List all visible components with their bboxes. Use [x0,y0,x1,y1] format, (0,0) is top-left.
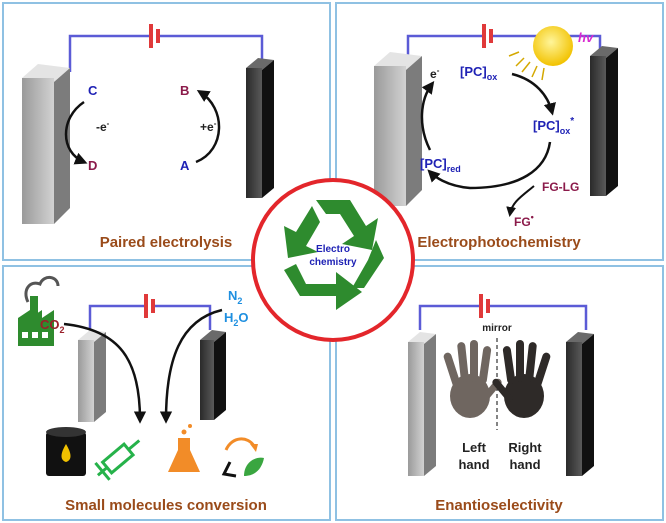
wire [88,304,212,330]
factory-icon [18,276,60,346]
h2o-label: H2O [224,310,249,328]
pc-ox-excited-label: [PC]ox* [533,116,574,136]
pc-red-label: [PC]red [420,156,461,174]
pc-ox-label: [PC]ox [460,64,497,82]
small-circuit [88,294,212,330]
right-hand-label-line2: hand [509,457,540,472]
center-label-line1: Electro [316,244,350,255]
set-arrow [427,141,552,190]
minus-e-label: -e- [96,119,110,134]
co2-label: CO2 [40,317,65,335]
enantio-circuit [418,294,588,330]
left-hand-label-line1: Left [462,440,487,455]
n2-label: N2 [228,288,242,306]
right-hand-label-line1: Right [508,440,542,455]
wire [68,34,264,72]
battery-plate-long [479,294,483,318]
sun-icon [508,26,573,81]
mirror-label: mirror [482,323,512,334]
paired-circuit [68,24,264,72]
photo-circuit [406,24,602,56]
excitation-arrow [511,72,556,116]
caption-paired-electrolysis: Paired electrolysis [100,234,233,251]
left-hand-print [443,340,502,418]
oxidation-arrow [64,100,88,165]
battery-plate-long [482,24,486,48]
oxidation-arrow [420,80,435,151]
battery-plate-long [144,294,148,318]
fragmentation-arrow [506,185,535,217]
anode-electrode-light [374,52,422,206]
hv-label: hv [578,30,594,45]
caption-enantioselectivity: Enantioselectivity [435,497,563,514]
battery-plate-long [149,24,153,48]
battery-plate-short [489,29,493,43]
electron-label: e- [430,66,440,81]
wire [418,304,588,330]
n2-h2o-arrow [159,308,223,424]
cathode-electrode-dark [590,46,618,196]
anode-electrode-light [78,330,106,422]
red-circle [251,178,415,342]
anode-electrode-light [408,332,436,476]
reduction-arrow [195,90,221,164]
anode-electrode-light [22,64,70,224]
flask-icon [168,424,200,472]
wire [406,34,602,56]
right-hand-print [492,340,551,418]
battery-plate-short [151,299,155,313]
recycle-leaf-icon [221,437,264,478]
species-B: B [180,83,189,98]
left-hand-label-line2: hand [458,457,489,472]
center-label-line2: chemistry [309,257,357,268]
species-D: D [88,158,97,173]
co2-arrow [63,322,147,424]
syringe-icon [94,439,141,481]
fg-lg-label: FG-LG [542,180,579,194]
battery-plate-short [486,299,490,313]
recycle-icon [284,200,384,310]
species-C: C [88,83,98,98]
fg-radical-label: FG• [514,212,534,229]
center-recycle-badge: Electro chemistry [251,178,415,342]
plus-e-label: +e- [200,119,217,134]
cathode-electrode-dark [200,330,226,420]
cathode-electrode-dark [566,332,594,476]
oil-barrel-icon [46,427,86,476]
species-A: A [180,158,190,173]
cathode-electrode-dark [246,58,274,198]
battery-plate-short [156,29,160,43]
caption-small-molecules: Small molecules conversion [65,497,267,514]
caption-electrophotochemistry: Electrophotochemistry [417,234,581,251]
